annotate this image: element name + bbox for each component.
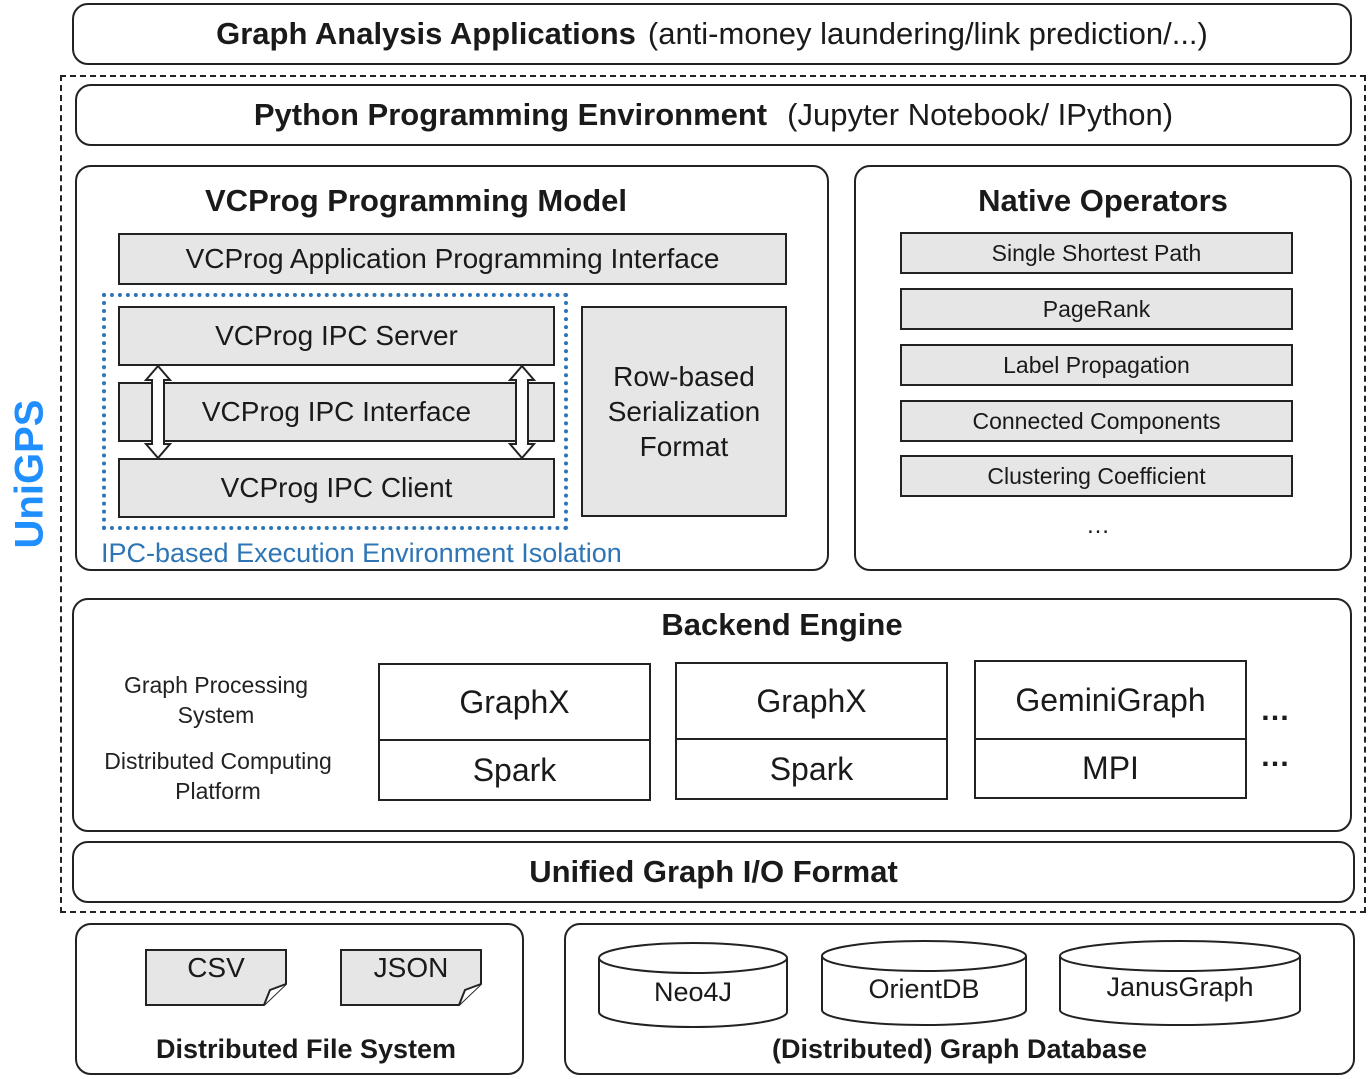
unigps-boundary bbox=[60, 75, 1366, 913]
backend-stack-graphx-spark: GraphX Spark bbox=[378, 663, 651, 801]
serialization-format-box: Row-based Serialization Format bbox=[581, 306, 787, 517]
graph-processing-system-cell: GeminiGraph bbox=[976, 662, 1245, 740]
vcprog-ipc-client-label: VCProg IPC Client bbox=[220, 472, 453, 503]
python-environment-box: Python Programming Environment (Jupyter … bbox=[75, 84, 1352, 146]
distributed-computing-platform-label: Distributed Computing Platform bbox=[104, 748, 332, 804]
vcprog-api-label: VCProg Application Programming Interface bbox=[185, 243, 720, 274]
unified-graph-io-format-box: Unified Graph I/O Format bbox=[72, 841, 1355, 903]
computing-platform-cell: Spark bbox=[472, 751, 557, 788]
native-operator-item: Connected Components bbox=[900, 400, 1293, 442]
graph-database-title: (Distributed) Graph Database bbox=[771, 1034, 1148, 1064]
operator-label: Connected Components bbox=[972, 407, 1221, 434]
computing-platform-cell: Spark bbox=[769, 750, 854, 787]
json-file-label: JSON bbox=[373, 952, 449, 983]
orientdb-database-icon bbox=[821, 940, 1027, 1026]
native-operator-item: Single Shortest Path bbox=[900, 232, 1293, 274]
vcprog-ipc-client-box: VCProg IPC Client bbox=[118, 458, 555, 518]
ipc-isolation-label: IPC-based Execution Environment Isolatio… bbox=[101, 538, 622, 568]
native-operators-title: Native Operators bbox=[978, 183, 1228, 218]
backend-stack-graphx-spark: GraphX Spark bbox=[675, 662, 948, 800]
python-environment-subtitle: (Jupyter Notebook/ IPython) bbox=[787, 97, 1174, 132]
native-operator-item: PageRank bbox=[900, 288, 1293, 330]
operator-label: PageRank bbox=[1042, 295, 1151, 322]
python-environment-title: Python Programming Environment bbox=[253, 97, 768, 132]
native-operators-ellipsis: … bbox=[1086, 512, 1110, 539]
vcprog-ipc-server-label: VCProg IPC Server bbox=[215, 320, 458, 351]
ipc-isolation-region bbox=[102, 293, 568, 530]
right-double-arrow-icon bbox=[507, 364, 537, 460]
vcprog-ipc-interface-label: VCProg IPC Interface bbox=[201, 396, 472, 427]
vcprog-ipc-interface-box: VCProg IPC Interface bbox=[118, 382, 555, 442]
serialization-format-label: Row-based Serialization Format bbox=[607, 361, 761, 462]
operator-label: Single Shortest Path bbox=[991, 239, 1202, 266]
csv-file-icon bbox=[145, 949, 287, 1006]
operator-label: Label Propagation bbox=[1003, 351, 1190, 378]
graph-analysis-applications-title: Graph Analysis Applications bbox=[216, 16, 636, 51]
janusgraph-database-icon bbox=[1059, 940, 1301, 1026]
unified-graph-io-format-label: Unified Graph I/O Format bbox=[529, 854, 898, 889]
csv-file-label: CSV bbox=[187, 952, 245, 983]
backend-ellipsis-top: … bbox=[1260, 694, 1291, 727]
graph-processing-system-cell: GraphX bbox=[380, 665, 649, 741]
vcprog-api-box: VCProg Application Programming Interface bbox=[118, 233, 787, 285]
orientdb-label: OrientDB bbox=[868, 974, 980, 1004]
vcprog-model-title: VCProg Programming Model bbox=[205, 183, 627, 218]
graph-analysis-applications-box: Graph Analysis Applications (anti-money … bbox=[72, 3, 1352, 65]
backend-stack-geminigraph-mpi: GeminiGraph MPI bbox=[974, 660, 1247, 799]
neo4j-label: Neo4J bbox=[653, 977, 733, 1007]
native-operator-item: Clustering Coefficient bbox=[900, 455, 1293, 497]
json-file-icon bbox=[340, 949, 482, 1006]
native-operator-item: Label Propagation bbox=[900, 344, 1293, 386]
graph-processing-system-cell: GraphX bbox=[677, 664, 946, 740]
backend-engine-title: Backend Engine bbox=[661, 607, 903, 642]
left-double-arrow-icon bbox=[143, 364, 173, 460]
vcprog-ipc-server-box: VCProg IPC Server bbox=[118, 306, 555, 366]
distributed-file-system-title: Distributed File System bbox=[155, 1034, 457, 1064]
graph-processing-system-label: Graph Processing System bbox=[123, 672, 309, 728]
computing-platform-cell: MPI bbox=[1082, 750, 1139, 786]
graph-analysis-applications-subtitle: (anti-money laundering/link prediction/.… bbox=[647, 16, 1208, 51]
operator-label: Clustering Coefficient bbox=[987, 462, 1206, 489]
janusgraph-label: JanusGraph bbox=[1106, 972, 1254, 1002]
backend-ellipsis-bottom: … bbox=[1260, 740, 1291, 773]
neo4j-database-icon bbox=[598, 942, 788, 1028]
